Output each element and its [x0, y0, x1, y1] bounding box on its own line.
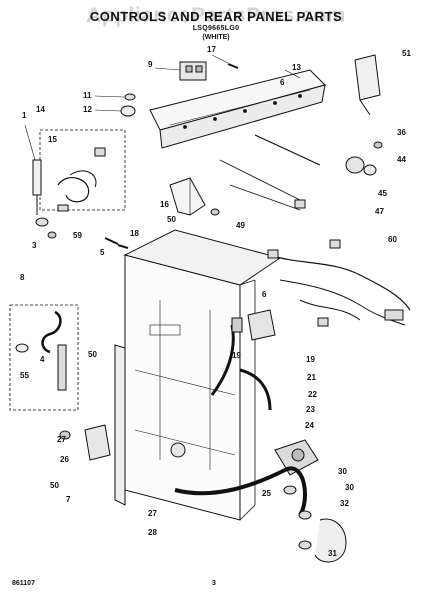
part-callout-23: 23 — [306, 405, 315, 414]
knob — [363, 164, 377, 176]
part-callout-24: 24 — [305, 421, 314, 430]
mounting-bracket — [169, 177, 206, 216]
part-callout-59: 59 — [73, 231, 82, 240]
part-callout-31: 31 — [328, 549, 337, 558]
top-bracket — [354, 54, 381, 116]
part-callout-6: 6 — [262, 290, 267, 299]
part-callout-27: 27 — [148, 509, 157, 518]
part-callout-30: 30 — [338, 467, 347, 476]
part-callout-15: 15 — [48, 135, 57, 144]
part-callout-51: 51 — [402, 49, 411, 58]
part-callout-30: 30 — [345, 483, 354, 492]
screw — [211, 54, 239, 69]
part-callout-9: 9 — [148, 60, 153, 69]
part-callout-1: 1 — [22, 111, 27, 120]
rod — [254, 134, 321, 166]
valve-bracket — [59, 424, 111, 461]
part-callout-26: 26 — [60, 455, 69, 464]
color-note: (WHITE) — [202, 34, 230, 41]
part-callout-45: 45 — [378, 189, 387, 198]
part-callout-60: 60 — [388, 235, 397, 244]
screw — [117, 244, 129, 249]
part-callout-16: 16 — [160, 200, 169, 209]
part-callout-44: 44 — [397, 155, 406, 164]
side-rail — [114, 344, 126, 506]
part-callout-19: 19 — [232, 351, 241, 360]
cord-strain-relief — [32, 159, 57, 239]
outlet-fittings — [283, 485, 347, 563]
part-callout-28: 28 — [148, 528, 157, 537]
knob-assembly — [94, 93, 136, 117]
hose — [239, 368, 272, 411]
part-callout-49: 49 — [236, 221, 245, 230]
drain-pump — [274, 439, 319, 476]
part-callout-25: 25 — [262, 489, 271, 498]
part-callout-27: 27 — [57, 435, 66, 444]
timer-bracket — [179, 61, 207, 81]
part-callout-7: 7 — [66, 495, 71, 504]
part-callout-8: 8 — [20, 273, 25, 282]
part-callout-4: 4 — [40, 355, 45, 364]
part-callout-19: 19 — [306, 355, 315, 364]
knob — [345, 156, 365, 174]
part-callout-14: 14 — [36, 105, 45, 114]
part-callout-50: 50 — [50, 481, 59, 490]
part-callout-55: 55 — [20, 371, 29, 380]
drain-hose — [174, 466, 307, 517]
part-callout-47: 47 — [375, 207, 384, 216]
part-callout-21: 21 — [307, 373, 316, 382]
page-number: 3 — [212, 580, 216, 587]
control-console — [149, 69, 326, 149]
diagram-code: 861107 — [12, 580, 35, 587]
switch — [231, 317, 243, 333]
part-callout-50: 50 — [167, 215, 176, 224]
button — [294, 199, 306, 209]
model-number: LSQ9665LG0 — [192, 25, 240, 32]
part-callout-17: 17 — [207, 45, 216, 54]
hose-kit-group — [9, 304, 79, 411]
screw — [373, 141, 383, 149]
part-callout-5: 5 — [100, 248, 105, 257]
diagram-title: CONTROLS AND REAR PANEL PARTS — [89, 9, 343, 24]
rear-panel — [123, 229, 282, 521]
watermark: AppliancePartsPros.com — [86, 4, 346, 27]
part-callout-11: 11 — [83, 91, 92, 100]
part-callout-32: 32 — [340, 499, 349, 508]
part-callout-12: 12 — [83, 105, 92, 114]
part-callout-6: 6 — [280, 78, 285, 87]
part-callout-18: 18 — [130, 229, 139, 238]
diagram-drawing — [9, 54, 411, 563]
pressure-switch — [247, 309, 276, 341]
wire-harness — [267, 239, 411, 327]
part-callout-50: 50 — [88, 350, 97, 359]
part-callout-36: 36 — [397, 128, 406, 137]
screw — [104, 237, 119, 245]
part-callout-3: 3 — [32, 241, 37, 250]
wire — [229, 184, 301, 211]
part-callout-22: 22 — [308, 390, 317, 399]
part-callout-13: 13 — [292, 63, 301, 72]
screw — [210, 208, 220, 216]
wire — [219, 159, 301, 201]
